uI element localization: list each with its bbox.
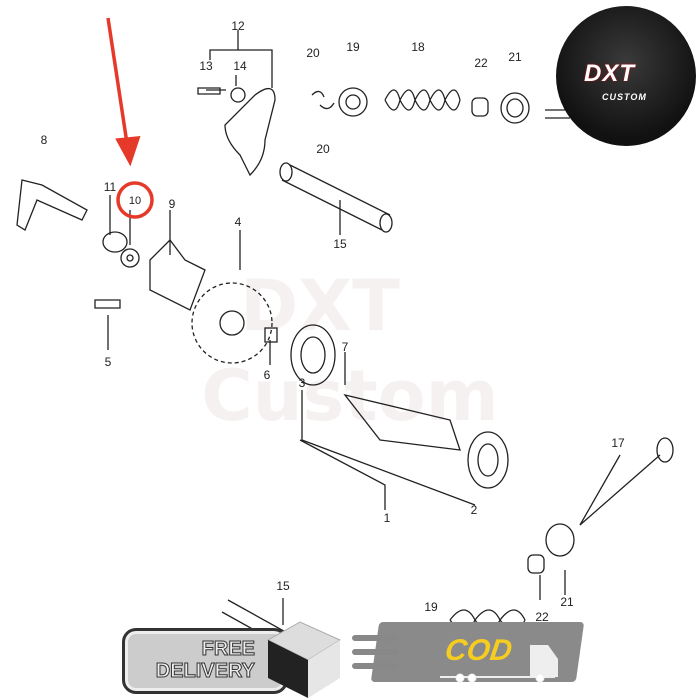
part-label: 12 (231, 19, 245, 33)
part-label: 20 (316, 142, 330, 156)
part-label: 19 (424, 600, 438, 614)
part-label: 3 (298, 376, 306, 390)
part-label: 2 (470, 503, 478, 517)
part-label: 15 (333, 237, 347, 251)
part-cotters-20 (311, 90, 335, 110)
part-label: 13 (199, 59, 213, 73)
leader-lines (107, 30, 621, 625)
part-label: 17 (611, 436, 625, 450)
part-shaft-15 (279, 162, 393, 233)
part-sprocket-4 (191, 282, 273, 364)
part-label: 22 (535, 610, 549, 624)
part-valve-17 (579, 437, 674, 526)
part-seal-22b (527, 554, 545, 574)
part-spring-11 (102, 231, 128, 253)
part-rocker-arm (224, 88, 276, 177)
part-label: 9 (168, 197, 176, 211)
part-label: 19 (346, 40, 360, 54)
part-label: 21 (508, 50, 522, 64)
part-label: 4 (234, 215, 242, 229)
part-label: 6 (263, 368, 271, 382)
part-label: 8 (40, 133, 48, 147)
part-label: 15 (276, 579, 290, 593)
part-label: 5 (104, 355, 112, 369)
part-seal-22 (471, 97, 489, 117)
part-label: 18 (411, 40, 425, 54)
watermark-line1: DXT (240, 265, 400, 347)
part-bearing-2 (467, 431, 509, 489)
part-nut-14 (230, 87, 246, 103)
part-label-highlighted: 10 (128, 195, 142, 207)
part-label: 22 (474, 56, 488, 70)
part-camshaft-1 (343, 393, 461, 451)
part-pin-6 (264, 327, 278, 343)
logo-brand: DXT (584, 60, 635, 87)
logo-sub: CUSTOM (602, 92, 647, 102)
part-spring-18 (384, 89, 461, 111)
free-delivery-badge: FREE DELIVERY (122, 628, 288, 694)
highlight-arrow (106, 17, 141, 167)
part-washer-10 (120, 248, 140, 268)
highlight-circle (116, 181, 154, 219)
part-fork-8 (16, 179, 88, 231)
part-label: 21 (560, 595, 574, 609)
part-label: 20 (306, 46, 320, 60)
part-label: 1 (383, 511, 391, 525)
part-seat-21 (500, 92, 530, 124)
part-label: 11 (103, 180, 117, 194)
part-plate-9 (149, 239, 206, 311)
brand-logo: DXT CUSTOM (556, 6, 696, 146)
part-label: 14 (233, 59, 247, 73)
part-retainer-19 (338, 87, 368, 117)
free-delivery-line2: DELIVERY (155, 660, 255, 682)
free-delivery-line1: FREE (201, 638, 255, 660)
part-bolt-5 (94, 299, 121, 309)
part-label: 7 (341, 340, 349, 354)
part-bearing-3 (290, 324, 336, 386)
part-seat-21b (545, 523, 575, 557)
part-screw-13 (197, 87, 221, 95)
